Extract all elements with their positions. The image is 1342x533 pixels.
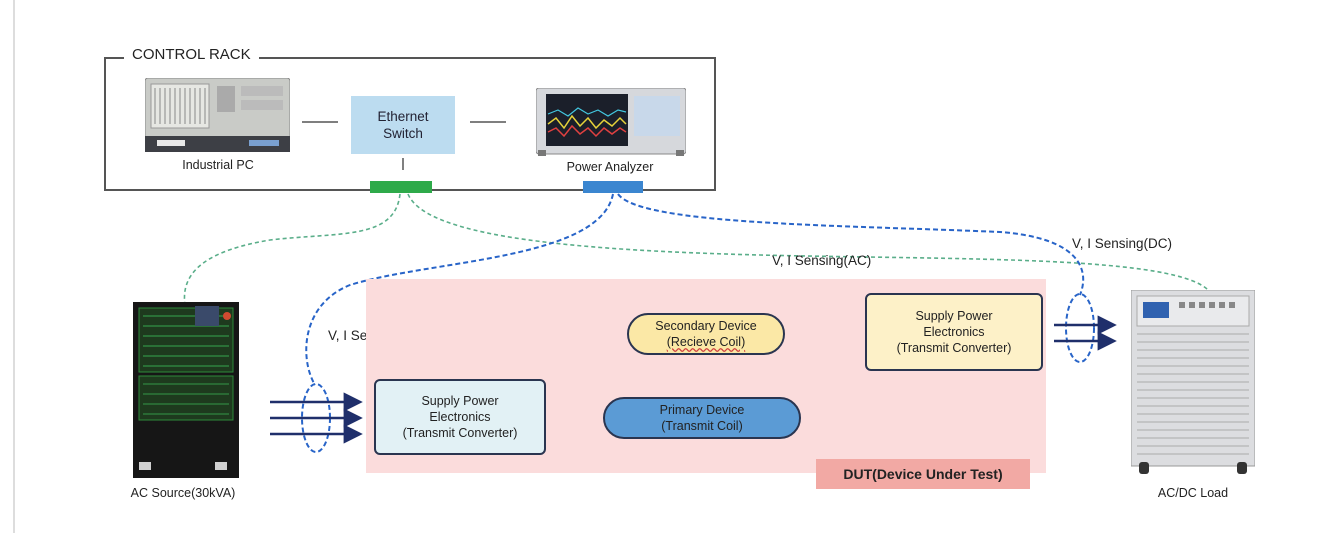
sensing-label-middle-ac: V, I Sensing(AC) — [772, 253, 872, 268]
secondary-device: Secondary Device (Recieve Coil) — [627, 313, 785, 355]
primary-line2: (Transmit Coil) — [661, 419, 743, 433]
secondary-line2: (Recieve Coil) — [666, 335, 746, 349]
power-analyzer-label: Power Analyzer — [566, 160, 654, 174]
right-current-sensor-ring — [1065, 293, 1095, 363]
control-rack-title: CONTROL RACK — [124, 46, 259, 63]
ac-source-label: AC Source(30kVA) — [130, 486, 236, 500]
supply-left-line2: Electronics — [429, 410, 491, 424]
ac-dc-load-icon — [1131, 290, 1255, 474]
supply-power-electronics-right: Supply Power Electronics (Transmit Conve… — [865, 293, 1043, 371]
industrial-pc-icon — [145, 78, 290, 152]
green-dashed-to-ac-source — [183, 193, 401, 306]
blue-dashed-to-right-sensor — [617, 193, 1085, 296]
ethernet-port-connector — [370, 181, 432, 193]
supply-right-line2: Electronics — [923, 325, 985, 339]
industrial-pc-label: Industrial PC — [182, 158, 254, 172]
ac-dc-load-label: AC/DC Load — [1157, 486, 1229, 500]
secondary-line1: Secondary Device — [655, 319, 757, 333]
supply-right-line1: Supply Power — [915, 309, 993, 323]
sensing-label-dc: V, I Sensing(DC) — [1072, 236, 1173, 251]
blue-dashed-to-left-sensor — [305, 193, 614, 386]
supply-left-line1: Supply Power — [421, 394, 499, 408]
analyzer-port-connector — [583, 181, 643, 193]
ethernet-switch-box: Ethernet Switch — [351, 96, 455, 154]
ac-source-icon — [133, 302, 239, 478]
ethernet-switch-line2: Switch — [383, 126, 423, 141]
supply-left-line3: (Transmit Converter) — [402, 426, 518, 440]
green-dashed-to-load — [407, 193, 1211, 293]
ac-source-arrows — [270, 392, 363, 444]
supply-right-line3: (Transmit Converter) — [896, 341, 1012, 355]
supply-power-electronics-left: Supply Power Electronics (Transmit Conve… — [374, 379, 546, 455]
supply-to-load-arrows — [1054, 315, 1117, 351]
primary-device: Primary Device (Transmit Coil) — [603, 397, 801, 439]
primary-line1: Primary Device — [659, 403, 745, 417]
dut-label: DUT(Device Under Test) — [816, 459, 1030, 489]
power-analyzer-icon — [536, 88, 686, 156]
ethernet-switch-line1: Ethernet — [377, 109, 429, 124]
